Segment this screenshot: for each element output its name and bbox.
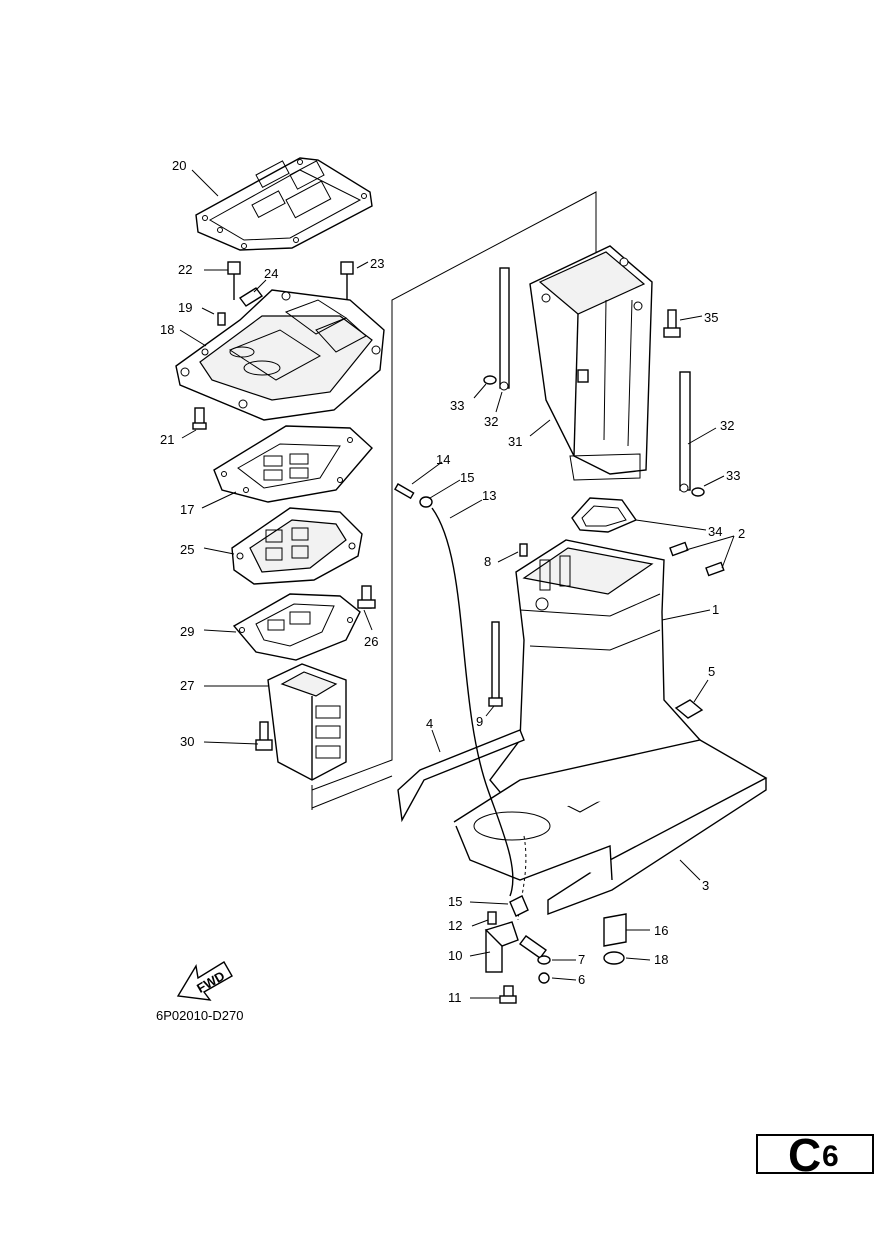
part-label: 18	[160, 322, 174, 337]
part-label: 35	[704, 310, 718, 325]
part-label: 23	[370, 256, 384, 271]
part-label: 17	[180, 502, 194, 517]
part-label: 11	[448, 990, 462, 1005]
part-label: 9	[476, 714, 483, 729]
rubber-strip-part	[499, 267, 691, 493]
fwd-arrow-icon: FWD	[176, 961, 233, 1001]
part-label: 3	[702, 878, 709, 893]
lower-seal-part	[453, 739, 768, 916]
upper-casing-part	[489, 539, 702, 813]
gasket-18-part	[213, 425, 373, 503]
upper-bolts	[192, 261, 354, 430]
part-label: 13	[482, 488, 496, 503]
part-labels: 20 22 23 24 19 18 21 17 25 26 29 27 30 3…	[160, 158, 745, 1005]
part-label: 5	[708, 664, 715, 679]
part-label: 29	[180, 624, 194, 639]
oil-pan-part	[529, 245, 653, 481]
part-label: 33	[450, 398, 464, 413]
plate-26-part	[231, 507, 376, 609]
part-label: 22	[178, 262, 192, 277]
part-label: 32	[484, 414, 498, 429]
part-label: 27	[180, 678, 194, 693]
part-label: 10	[448, 948, 462, 963]
part-label: 32	[720, 418, 734, 433]
part-label: 4	[426, 716, 433, 731]
part-label: 7	[578, 952, 585, 967]
part-label: 30	[180, 734, 194, 749]
page-badge-number: 6	[822, 1140, 839, 1173]
part-label: 33	[726, 468, 740, 483]
drawing-code: 6P02010-D270	[156, 1008, 243, 1023]
part-label: 24	[264, 266, 278, 281]
part-label: 16	[654, 923, 668, 938]
part-label: 26	[364, 634, 378, 649]
part-label: 8	[484, 554, 491, 569]
part-label: 19	[178, 300, 192, 315]
part-label: 1	[712, 602, 719, 617]
part-label: 2	[738, 526, 745, 541]
exhaust-guide-part	[255, 663, 347, 781]
plate-assembly-part	[175, 289, 385, 421]
gasket-top-part	[195, 157, 373, 251]
part-label: 34	[708, 524, 722, 539]
page-badge: C 6	[756, 1132, 874, 1178]
part-label: 18	[654, 952, 668, 967]
gasket-29-part	[232, 593, 361, 661]
lower-small-parts	[484, 895, 627, 1004]
part-label: 6	[578, 972, 585, 987]
part-label: 31	[508, 434, 522, 449]
seal-strip-4-part	[397, 729, 525, 823]
leader-lines	[179, 169, 735, 999]
part-label: 14	[436, 452, 450, 467]
part-label: 15	[448, 894, 462, 909]
part-label: 12	[448, 918, 462, 933]
casing-fasteners	[488, 541, 725, 719]
part-label: 20	[172, 158, 186, 173]
part-label: 25	[180, 542, 194, 557]
part-label: 21	[160, 432, 174, 447]
page-badge-letter: C	[788, 1129, 822, 1181]
assembly-frame	[311, 191, 597, 810]
part-label: 15	[460, 470, 474, 485]
